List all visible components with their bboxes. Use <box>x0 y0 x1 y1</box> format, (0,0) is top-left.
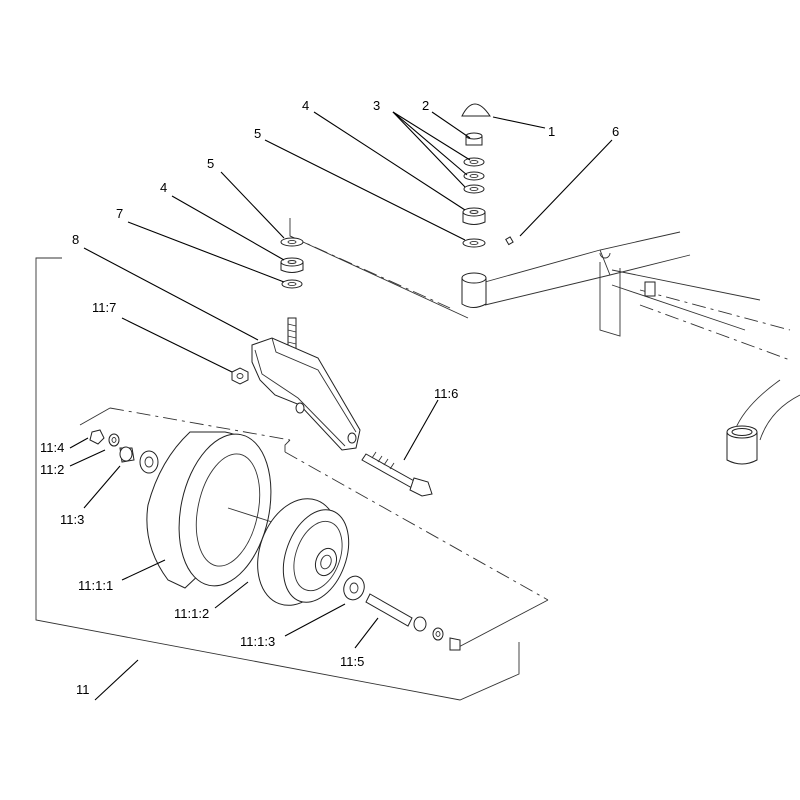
callout-labels: 1 2 3 4 5 6 5 4 7 8 11:7 11:6 11:4 11:2 … <box>40 98 619 697</box>
callout-5-lower: 5 <box>207 156 214 171</box>
callout-11-1-2: 11:1:2 <box>174 606 209 621</box>
callout-11-4: 11:4 <box>40 440 64 455</box>
callout-8: 8 <box>72 232 79 247</box>
wheel-phantom-lines <box>79 407 549 651</box>
callout-11-2: 11:2 <box>40 462 64 477</box>
callout-4-lower: 4 <box>160 180 167 195</box>
callout-11-1-1: 11:1:1 <box>78 578 113 593</box>
callout-11-5: 11:5 <box>340 654 364 669</box>
callout-6: 6 <box>612 124 619 139</box>
assembly-bracket-11 <box>35 257 520 701</box>
callout-11-7: 11:7 <box>92 300 116 315</box>
callout-11-3: 11:3 <box>60 512 84 527</box>
callout-4-upper: 4 <box>302 98 309 113</box>
castor-mount-stack <box>461 103 514 308</box>
frame-bracket <box>289 218 469 319</box>
callout-2: 2 <box>422 98 429 113</box>
callout-11-1-3: 11:1:3 <box>240 634 275 649</box>
castor-wheel-tire <box>146 431 273 589</box>
leader-lines <box>69 111 613 701</box>
callout-5-upper: 5 <box>254 126 261 141</box>
spacer-stack-right <box>343 575 461 651</box>
callout-3: 3 <box>373 98 380 113</box>
castor-fork-stack <box>231 237 433 497</box>
callout-11-6: 11:6 <box>434 386 458 401</box>
mower-frame-tube <box>484 231 800 465</box>
wheel-hub <box>257 498 350 606</box>
callout-11: 11 <box>76 682 90 697</box>
callout-1: 1 <box>548 124 555 139</box>
spacer-stack-left <box>89 429 159 474</box>
callout-7: 7 <box>116 206 123 221</box>
